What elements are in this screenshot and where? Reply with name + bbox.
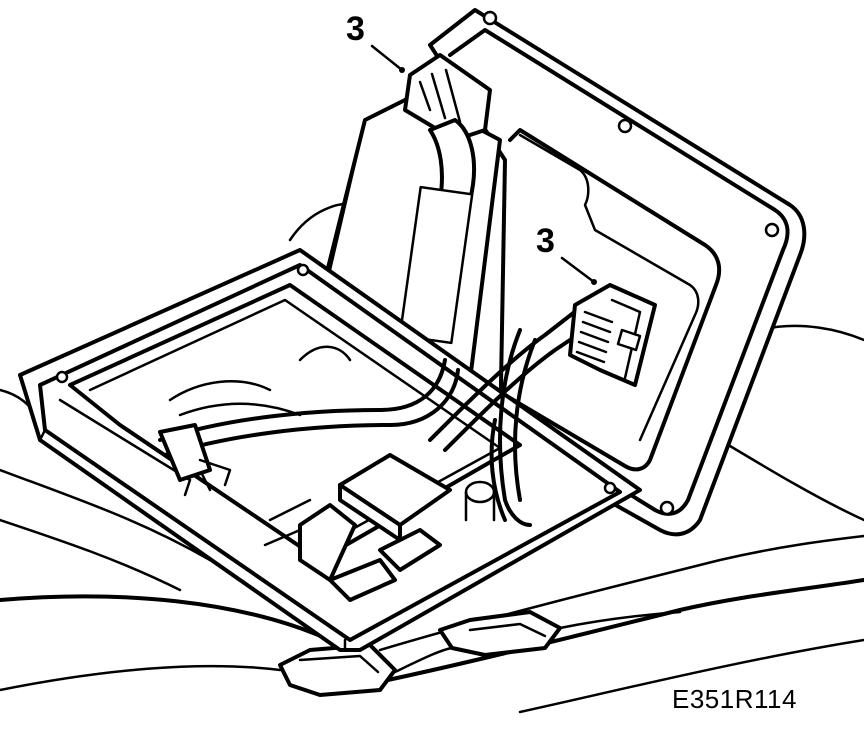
leader-dot — [399, 67, 405, 73]
storage-tray — [18, 248, 642, 652]
callout-leaders — [370, 44, 597, 285]
wiring-harness — [158, 358, 460, 487]
screw-hole — [659, 500, 675, 516]
screw-hole — [764, 222, 780, 238]
tray-contents — [168, 345, 496, 602]
top-connector — [388, 53, 492, 354]
callout-label-module-connector: 3 — [536, 222, 555, 260]
callout-label-top-connector: 3 — [346, 10, 365, 48]
module-connector-harness — [428, 298, 602, 527]
figure-code: E351R114 — [672, 684, 797, 714]
module-connector — [568, 283, 657, 387]
screw-hole — [617, 118, 633, 134]
mounting-bracket — [278, 610, 682, 697]
leader-dot — [591, 279, 597, 285]
screw-hole — [482, 10, 498, 26]
control-module — [428, 8, 807, 537]
